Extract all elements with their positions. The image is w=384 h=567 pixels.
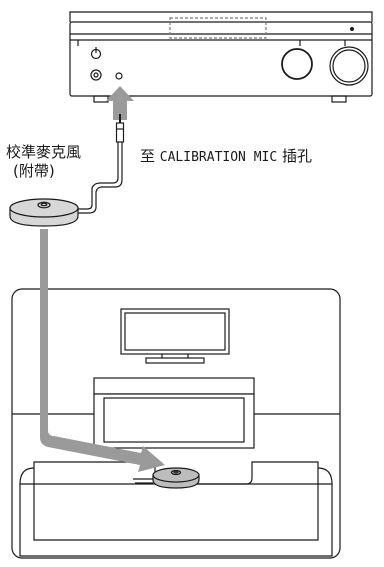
calibration-mic-on-sofa-icon bbox=[133, 467, 200, 489]
tv-icon bbox=[120, 308, 230, 364]
arrow-up-icon bbox=[106, 86, 134, 120]
input-selector-knob-icon bbox=[281, 48, 313, 80]
jack-suffix: 插孔 bbox=[277, 147, 312, 165]
calibration-mic-jack-icon bbox=[115, 72, 123, 80]
av-receiver-icon bbox=[69, 11, 373, 103]
mic-cable-icon bbox=[76, 114, 125, 214]
master-volume-knob-icon bbox=[329, 46, 369, 86]
placement-arrow-icon bbox=[40, 229, 165, 472]
tv-stand-icon bbox=[93, 377, 255, 449]
jack-name: CALIBRATION MIC bbox=[159, 150, 278, 165]
to-prefix: 至 bbox=[140, 147, 160, 165]
phones-jack-icon bbox=[90, 69, 102, 81]
calibration-mic-icon bbox=[9, 198, 79, 227]
jack-destination-label: 至 CALIBRATION MIC 插孔 bbox=[140, 147, 312, 167]
mic-name-label: 校準麥克風 bbox=[6, 143, 82, 161]
mic-supplied-note: (附帶) bbox=[13, 162, 55, 180]
room-icon bbox=[11, 288, 341, 559]
